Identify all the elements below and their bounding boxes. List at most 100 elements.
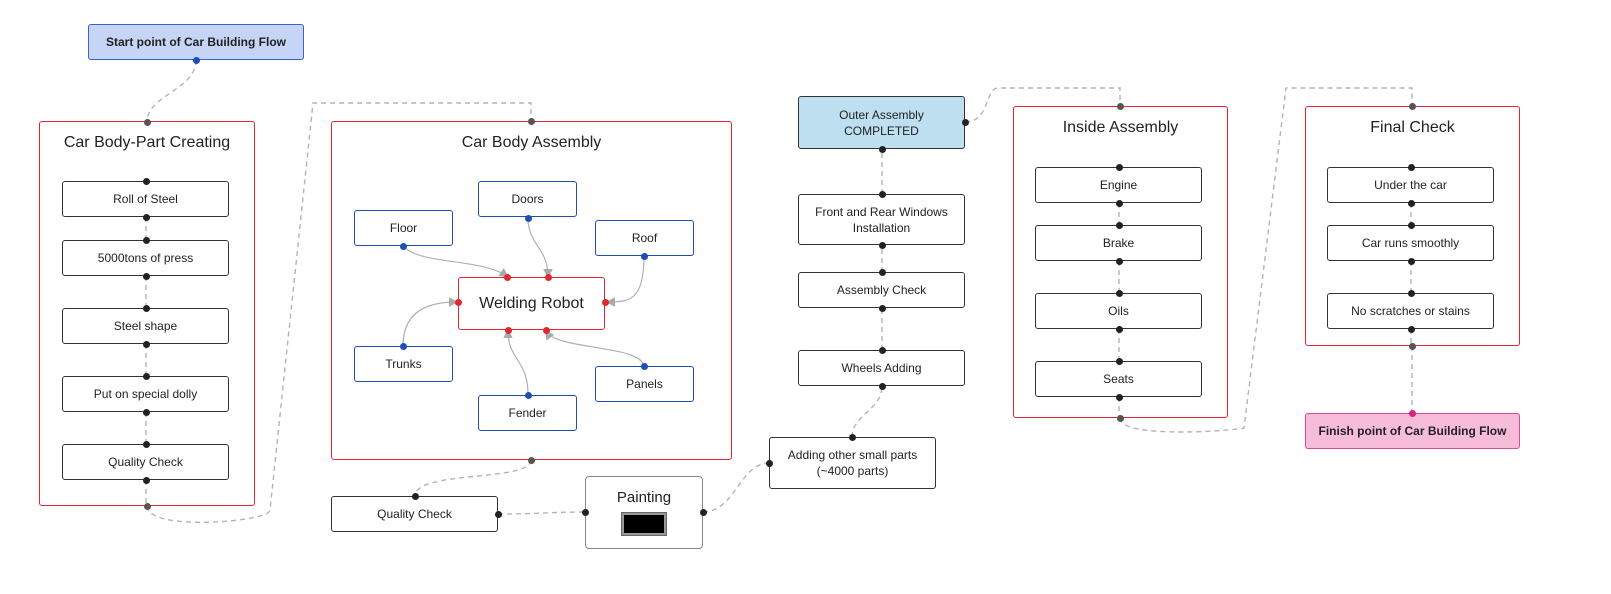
paint-color-swatch[interactable] <box>621 512 667 536</box>
finish-node[interactable]: Finish point of Car Building Flow <box>1305 413 1520 449</box>
port-dot[interactable] <box>961 118 969 126</box>
step-brake[interactable]: Brake <box>1035 225 1202 261</box>
connector-assembly-to-quality <box>414 459 532 497</box>
port-dot[interactable] <box>601 298 609 306</box>
welding-robot-node[interactable]: Welding Robot <box>458 277 605 330</box>
group-title: Car Body Assembly <box>461 134 602 151</box>
port-dot[interactable] <box>1115 325 1123 333</box>
port-dot[interactable] <box>1407 221 1415 229</box>
port-dot[interactable] <box>142 236 150 244</box>
port-dot[interactable] <box>1115 357 1123 365</box>
port-dot[interactable] <box>542 326 550 334</box>
port-dot[interactable] <box>581 508 589 516</box>
port-dot[interactable] <box>878 346 886 354</box>
port-dot[interactable] <box>411 492 419 500</box>
port-dot[interactable] <box>192 56 200 64</box>
check-no-scratches[interactable]: No scratches or stains <box>1327 293 1494 329</box>
connector-painting-to-small-parts <box>702 462 770 513</box>
port-dot[interactable] <box>1116 102 1124 110</box>
port-dot[interactable] <box>142 408 150 416</box>
part-doors[interactable]: Doors <box>478 181 577 217</box>
port-dot[interactable] <box>1116 414 1124 422</box>
port-dot[interactable] <box>1407 163 1415 171</box>
port-dot[interactable] <box>524 214 532 222</box>
port-dot[interactable] <box>1115 221 1123 229</box>
port-dot[interactable] <box>1115 393 1123 401</box>
port-dot[interactable] <box>878 304 886 312</box>
port-dot[interactable] <box>399 242 407 250</box>
port-dot[interactable] <box>1407 289 1415 297</box>
outer-assembly-completed-node[interactable]: Outer Assembly COMPLETED <box>798 96 965 149</box>
step-quality-check-body[interactable]: Quality Check <box>62 444 229 480</box>
step-engine[interactable]: Engine <box>1035 167 1202 203</box>
assembly-check-node[interactable]: Assembly Check <box>798 272 965 308</box>
painting-label: Painting <box>616 489 672 506</box>
port-dot[interactable] <box>503 273 511 281</box>
part-floor[interactable]: Floor <box>354 210 453 246</box>
part-fender[interactable]: Fender <box>478 395 577 431</box>
port-dot[interactable] <box>142 304 150 312</box>
connector-outer-chain <box>851 149 883 438</box>
painting-node[interactable]: Painting <box>585 476 703 549</box>
port-dot[interactable] <box>527 117 535 125</box>
port-dot[interactable] <box>142 372 150 380</box>
port-dot[interactable] <box>544 273 552 281</box>
port-dot[interactable] <box>1408 409 1416 417</box>
port-dot[interactable] <box>143 118 151 126</box>
port-dot[interactable] <box>1408 342 1416 350</box>
port-dot[interactable] <box>1407 257 1415 265</box>
port-dot[interactable] <box>524 391 532 399</box>
start-node[interactable]: Start point of Car Building Flow <box>88 24 304 60</box>
port-dot[interactable] <box>1115 289 1123 297</box>
port-dot[interactable] <box>399 342 407 350</box>
port-dot[interactable] <box>527 456 535 464</box>
group-title: Car Body-Part Creating <box>63 134 231 151</box>
part-panels[interactable]: Panels <box>595 366 694 402</box>
step-seats[interactable]: Seats <box>1035 361 1202 397</box>
port-dot[interactable] <box>1115 163 1123 171</box>
part-trunks[interactable]: Trunks <box>354 346 453 382</box>
check-under-car[interactable]: Under the car <box>1327 167 1494 203</box>
port-dot[interactable] <box>142 476 150 484</box>
arrow-floor-to-welding <box>402 245 509 278</box>
port-dot[interactable] <box>878 268 886 276</box>
port-dot[interactable] <box>454 298 462 306</box>
port-dot[interactable] <box>1407 199 1415 207</box>
port-dot[interactable] <box>1407 325 1415 333</box>
port-dot[interactable] <box>142 340 150 348</box>
port-dot[interactable] <box>1115 257 1123 265</box>
port-dot[interactable] <box>143 502 151 510</box>
arrow-trunks-to-welding <box>402 297 459 347</box>
step-special-dolly[interactable]: Put on special dolly <box>62 376 229 412</box>
port-dot[interactable] <box>848 433 856 441</box>
step-roll-of-steel[interactable]: Roll of Steel <box>62 181 229 217</box>
port-dot[interactable] <box>494 510 502 518</box>
windows-installation-node[interactable]: Front and Rear Windows Installation <box>798 194 965 245</box>
wheels-adding-node[interactable]: Wheels Adding <box>798 350 965 386</box>
port-dot[interactable] <box>878 241 886 249</box>
group-title: Final Check <box>1370 119 1455 136</box>
port-dot[interactable] <box>699 508 707 516</box>
small-parts-node[interactable]: Adding other small parts (~4000 parts) <box>769 437 936 489</box>
port-dot[interactable] <box>640 252 648 260</box>
quality-check-node[interactable]: Quality Check <box>331 496 498 532</box>
port-dot[interactable] <box>640 362 648 370</box>
port-dot[interactable] <box>142 272 150 280</box>
port-dot[interactable] <box>878 145 886 153</box>
part-roof[interactable]: Roof <box>595 220 694 256</box>
step-steel-shape[interactable]: Steel shape <box>62 308 229 344</box>
port-dot[interactable] <box>1408 102 1416 110</box>
check-runs-smoothly[interactable]: Car runs smoothly <box>1327 225 1494 261</box>
port-dot[interactable] <box>878 382 886 390</box>
step-oils[interactable]: Oils <box>1035 293 1202 329</box>
port-dot[interactable] <box>765 459 773 467</box>
port-dot[interactable] <box>878 190 886 198</box>
group-title: Inside Assembly <box>1062 119 1179 136</box>
port-dot[interactable] <box>142 213 150 221</box>
port-dot[interactable] <box>142 177 150 185</box>
port-dot[interactable] <box>504 326 512 334</box>
step-press[interactable]: 5000tons of press <box>62 240 229 276</box>
port-dot[interactable] <box>142 440 150 448</box>
port-dot[interactable] <box>1115 199 1123 207</box>
